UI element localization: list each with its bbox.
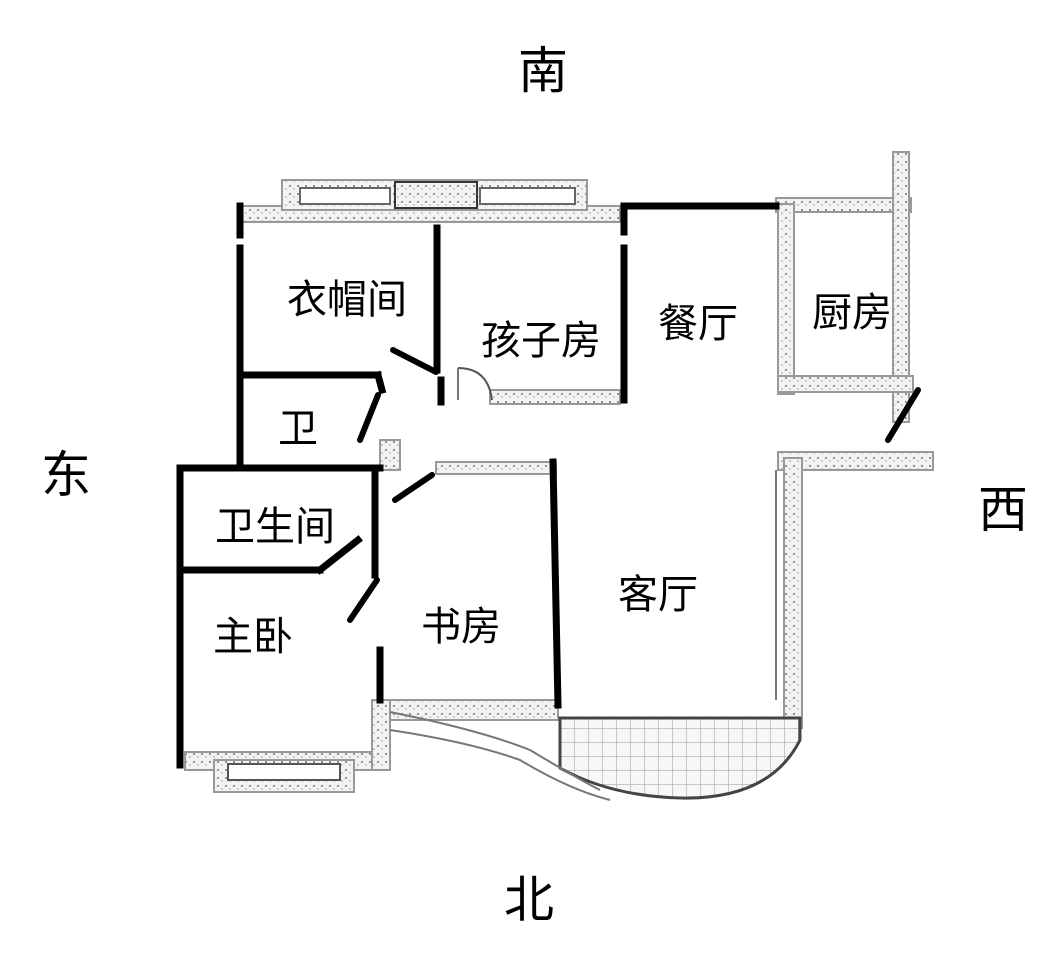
room-label-bathroom: 卫生间 [215, 504, 335, 550]
doors [347, 347, 921, 700]
bath-door [357, 392, 381, 443]
room-label-study: 书房 [421, 604, 501, 650]
window-pane [479, 187, 576, 205]
window-mullion [394, 181, 478, 209]
room-label-living-room: 客厅 [618, 572, 698, 618]
study-door [392, 472, 435, 503]
room-label-child-room: 孩子房 [481, 318, 601, 364]
solid-walls [176, 202, 780, 769]
door-swing-arc [457, 367, 493, 401]
curved-outer-wall [389, 711, 601, 791]
cloakroom-door [390, 347, 439, 375]
curved-outer-wall-inner [389, 729, 611, 801]
kitchen-east-wall [777, 203, 795, 395]
outer-walls-hatched [184, 151, 934, 801]
room-label-master-bedroom: 主卧 [213, 614, 293, 660]
wall [315, 535, 363, 575]
compass-east-label: 东 [41, 446, 91, 504]
compass-west-label: 西 [978, 481, 1028, 539]
living-west-wall [783, 457, 803, 729]
west-ledge-wall [777, 451, 934, 471]
wall [373, 370, 387, 395]
room-label-kitchen: 厨房 [812, 290, 892, 336]
window-pane [227, 763, 341, 781]
study-south-wall [435, 461, 557, 475]
kitchen-balcony-door [885, 387, 921, 443]
compass-south-label: 南 [518, 42, 568, 100]
living-bay-window [558, 716, 802, 800]
kitchen-north-wall [777, 375, 914, 393]
bath-corner-wall [379, 439, 401, 471]
window-pane [299, 187, 391, 205]
study-north-wall [377, 699, 559, 721]
master-door [347, 577, 380, 623]
room-label-bath-small: 卫 [278, 406, 318, 452]
study-corner-wall [371, 699, 391, 771]
compass-north-label: 北 [504, 871, 554, 929]
wall [549, 458, 562, 709]
kitchen-south-wall [775, 197, 912, 213]
room-label-cloakroom: 衣帽间 [287, 277, 407, 323]
child-room-north-wall [489, 389, 621, 405]
room-label-dining-room: 餐厅 [658, 301, 738, 347]
